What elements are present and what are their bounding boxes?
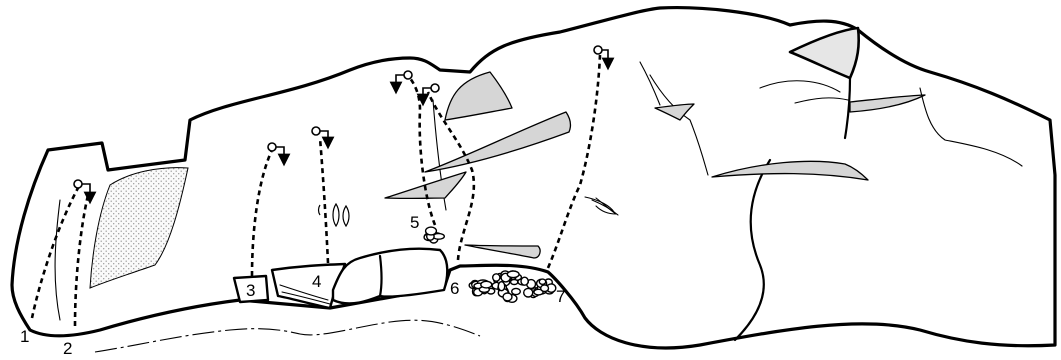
flake-right xyxy=(596,198,616,214)
anchor-icon-route-4 xyxy=(312,127,328,143)
arete-right xyxy=(845,78,850,138)
anchor-icon-route-7 xyxy=(594,46,608,64)
ground-line xyxy=(95,320,480,352)
rock-line-right-1 xyxy=(650,75,708,175)
rubble-pile-5 xyxy=(424,227,444,243)
ledge-diagonal-upper xyxy=(425,112,570,172)
rubble-stone xyxy=(521,277,528,285)
rubble-stone xyxy=(503,293,512,301)
rock-line-left xyxy=(55,200,60,320)
rock-line-right-4 xyxy=(795,98,848,103)
route-number-2: 2 xyxy=(63,339,72,358)
route-line-7 xyxy=(548,55,600,268)
rubble-stone xyxy=(512,288,521,294)
route-number-5: 5 xyxy=(410,213,419,232)
crack-right-main xyxy=(735,160,770,340)
rock-line-right-2 xyxy=(640,62,660,105)
rubble-stone xyxy=(507,271,519,278)
rubble-stone xyxy=(493,274,500,281)
route-number-6: 6 xyxy=(450,279,459,298)
rubble-stone xyxy=(511,280,518,285)
ledge-diagonal-lower xyxy=(385,172,466,198)
boulder-center xyxy=(333,249,447,304)
ledge-small-center xyxy=(465,245,540,258)
ledge-right-3 xyxy=(712,161,868,180)
route-line-2 xyxy=(75,195,88,326)
ledge-right-2 xyxy=(850,95,925,112)
rubble-stone xyxy=(539,279,545,284)
stippled-slab xyxy=(90,168,188,288)
route-line-4 xyxy=(320,138,328,263)
rock-line-right-3 xyxy=(760,81,840,92)
rubble-stone xyxy=(481,281,492,288)
slab-top-right xyxy=(790,28,859,78)
route-number-7: 7 xyxy=(556,287,565,306)
rubble-stone xyxy=(426,227,437,235)
rubble-pile-7 xyxy=(469,271,556,302)
route-number-1: 1 xyxy=(20,327,29,346)
roof-top-center xyxy=(445,72,512,120)
tufa-icon xyxy=(319,204,350,226)
rubble-stone xyxy=(541,285,549,292)
route-number-4: 4 xyxy=(312,272,321,291)
route-number-3: 3 xyxy=(246,281,255,300)
rubble-stone xyxy=(498,282,504,291)
anchor-icon-route-5 xyxy=(396,71,412,88)
route-line-3 xyxy=(252,150,272,276)
ledge-right-1 xyxy=(655,104,694,120)
anchor-icon-route-3 xyxy=(268,143,284,160)
rubble-stone xyxy=(524,288,533,297)
